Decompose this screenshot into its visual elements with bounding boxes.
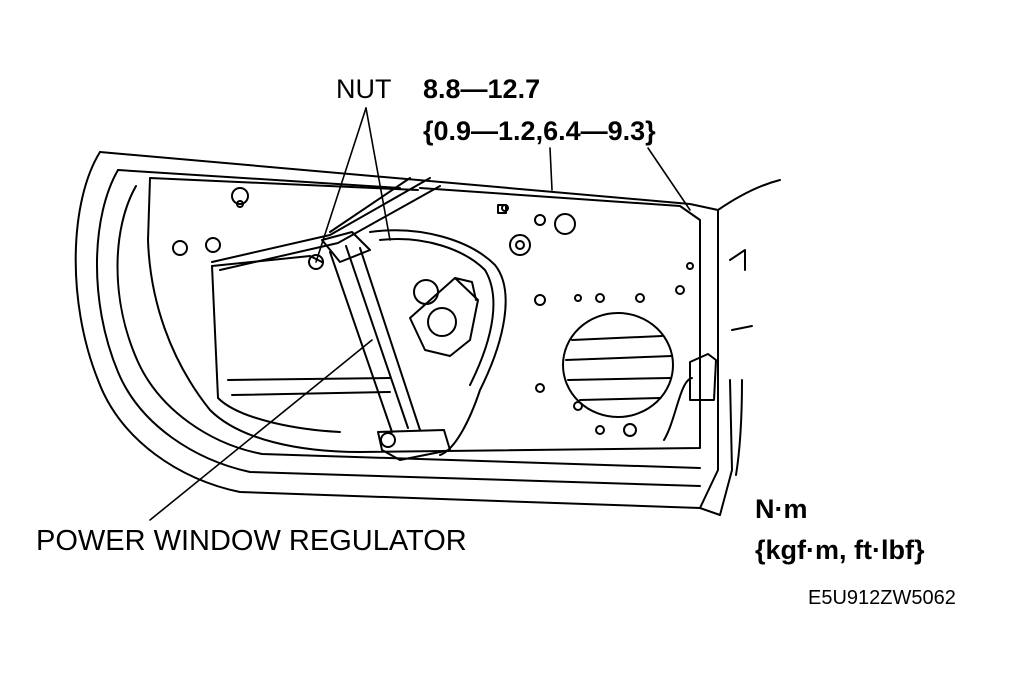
regulator-rail xyxy=(308,231,451,461)
inner-panel xyxy=(147,177,701,453)
body-side xyxy=(717,179,781,476)
torque-value-alt-units: {0.9—1.2,6.4—9.3} xyxy=(423,116,656,146)
door-frame xyxy=(74,151,733,516)
leader-lines xyxy=(149,107,691,521)
door-harness xyxy=(663,353,717,441)
unit-legend-alt: {kgf·m, ft·lbf} xyxy=(755,535,925,565)
regulator-cable xyxy=(369,229,507,456)
nut-label: NUT xyxy=(336,74,392,104)
panel-holes xyxy=(172,187,694,437)
speaker-opening xyxy=(562,312,674,418)
figure-code: E5U912ZW5062 xyxy=(808,587,956,609)
glass-channel xyxy=(211,177,441,271)
unit-legend-primary: N·m xyxy=(755,494,808,524)
power-window-regulator-label: POWER WINDOW REGULATOR xyxy=(36,525,467,557)
torque-value-nm: 8.8—12.7 xyxy=(423,74,541,104)
window-motor xyxy=(409,277,479,357)
